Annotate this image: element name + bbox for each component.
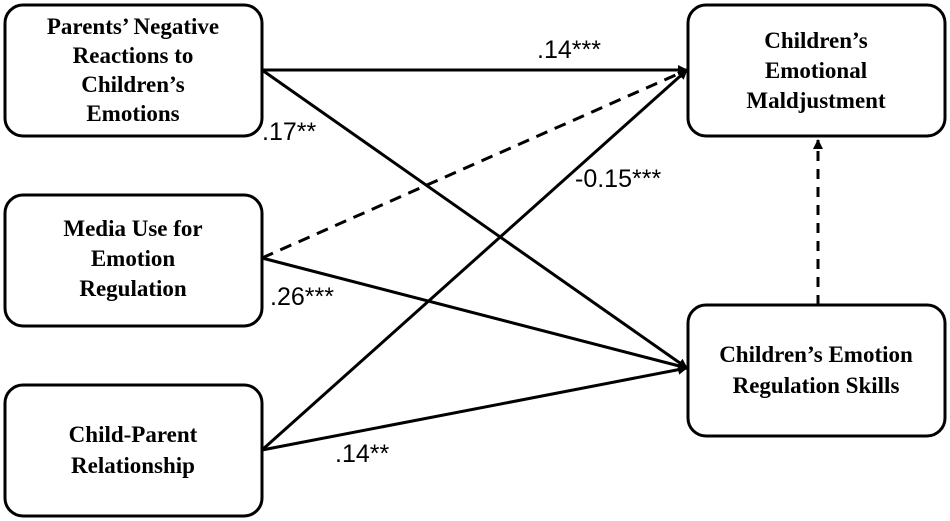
node-label-line: Child-Parent [69,422,198,447]
arrow-relationship-to-regulation-skills [261,364,688,452]
arrow-media-to-maladjustment [261,68,688,260]
coef-relationship-to-maladjustment: -0.15*** [575,165,661,193]
node-label-line: Parents’ Negative [47,14,219,39]
node-parents-negative-reactions: Parents’ Negative Reactions to Children’… [3,3,264,138]
coef-relationship-to-regulation-skills: .14** [335,440,389,468]
node-label-line: Children’s [81,72,185,97]
node-child-parent-relationship: Child-Parent Relationship [3,383,264,518]
node-emotional-maladjustment: Children’s Emotional Maldjustment [686,3,947,138]
node-label-line: Emotion [91,246,176,271]
coef-parents-to-maladjustment: .14*** [537,36,601,64]
arrow-parents-to-regulation-skills [261,68,688,370]
coef-media-to-regulation-skills: .26*** [270,283,334,311]
node-label-line: Children’s Emotion [719,342,913,367]
node-label-line: Emotional [765,58,867,83]
node-label-line: Maldjustment [746,88,886,113]
node-label-line: Reactions to [73,43,194,68]
node-emotion-regulation-skills: Children’s Emotion Regulation Skills [686,303,947,438]
node-label-line: Children’s [764,28,868,53]
node-label-line: Media Use for [63,216,202,241]
coef-parents-to-regulation-skills: .17** [262,118,316,146]
node-label-line: Relationship [71,453,195,478]
node-media-use: Media Use for Emotion Regulation [3,193,264,328]
arrow-relationship-to-maladjustment [261,68,688,452]
node-label-line: Regulation [79,276,187,301]
node-label-line: Emotions [86,101,179,126]
node-label-line: Regulation Skills [733,373,900,398]
arrow-media-to-regulation-skills [261,256,688,371]
